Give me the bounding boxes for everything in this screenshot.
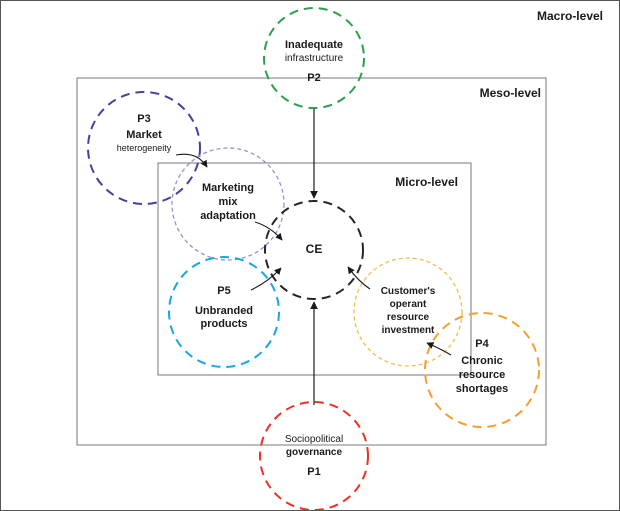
p4-line2: resource <box>458 369 506 381</box>
arrow-customer-to-ce <box>347 266 371 290</box>
p1-line2: governance <box>285 447 343 458</box>
marketing-line1: Marketing <box>202 182 254 194</box>
node-p4-chronic-resource-shortages: P4 Chronic resource shortages <box>427 337 537 396</box>
p5-line1: Unbranded <box>194 305 254 317</box>
p3-label: P3 <box>137 113 151 125</box>
p1-line1: Sociopolitical <box>284 434 344 445</box>
ce-label: CE <box>305 242 323 256</box>
node-p2-inadequate-infrastructure: Inadequate infrastructure P2 <box>259 39 369 85</box>
node-customer-operant-resource: Customer's operant resource investment <box>358 285 458 337</box>
p4-label: P4 <box>475 338 489 350</box>
p4-line1: Chronic <box>461 355 503 367</box>
node-marketing-mix-adaptation: Marketing mix adaptation <box>173 181 283 223</box>
meso-level-frame <box>76 77 547 446</box>
circle-marketing-mix-adaptation <box>171 147 285 261</box>
meso-level-label: Meso-level <box>479 86 541 100</box>
circle-p1-sociopolitical-governance <box>259 401 369 510</box>
p2-line2: infrastructure <box>284 53 344 64</box>
circle-p3-market-heterogeneity <box>87 91 201 205</box>
arrow-p3-to-marketing <box>175 153 208 168</box>
node-p1-sociopolitical-governance: Sociopolitical governance P1 <box>259 433 369 479</box>
p2-label: P2 <box>307 72 321 84</box>
macro-level-label: Macro-level <box>536 9 603 23</box>
circle-p2-inadequate-infrastructure <box>263 7 365 109</box>
marketing-line2: mix <box>218 196 238 208</box>
customer-line3: resource <box>386 312 430 323</box>
p1-label: P1 <box>307 466 321 478</box>
p5-label: P5 <box>217 285 231 297</box>
customer-line1: Customer's <box>380 286 436 297</box>
p2-line1: Inadequate <box>284 39 344 51</box>
arrow-marketing-to-ce <box>254 221 283 241</box>
node-p3-market-heterogeneity: P3 Market heterogeneity <box>89 113 199 155</box>
customer-line2: operant <box>389 299 427 310</box>
arrow-p4-to-customer <box>426 342 452 356</box>
p5-line2: products <box>200 318 248 330</box>
node-p5-unbranded-products: P5 Unbranded products <box>169 285 279 331</box>
circle-p4-chronic-resource-shortages <box>424 312 540 428</box>
circle-ce <box>264 200 364 300</box>
circle-p5-unbranded-products <box>168 256 280 368</box>
customer-line4: investment <box>381 325 435 336</box>
node-ce: CE <box>294 243 334 256</box>
circle-customer-operant-resource <box>353 257 463 367</box>
micro-level-label: Micro-level <box>395 175 458 189</box>
arrow-p5-to-ce <box>250 267 282 291</box>
p4-line3: shortages <box>455 383 509 395</box>
p3-line2: heterogeneity <box>116 143 172 153</box>
p3-line1: Market <box>126 129 162 141</box>
marketing-line3: adaptation <box>200 210 256 222</box>
